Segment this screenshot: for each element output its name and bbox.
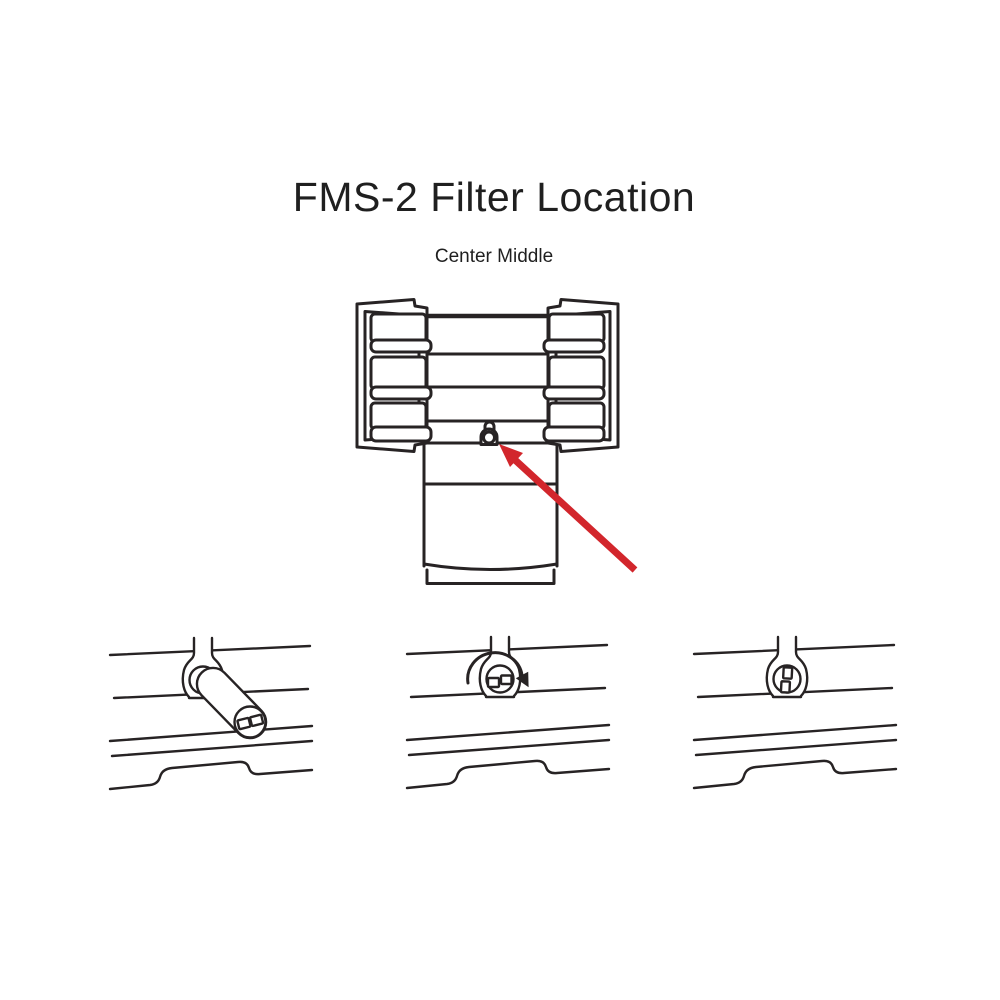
step-rotate-filter-diagram xyxy=(405,635,611,790)
cabinet-shelves xyxy=(423,313,552,423)
page-subtitle: Center Middle xyxy=(434,246,554,267)
filter-housing-icon xyxy=(478,635,522,699)
filter-location-arrow-icon xyxy=(499,444,638,573)
water-filter-cartridge-icon xyxy=(195,666,268,740)
rotate-arrow-icon xyxy=(466,651,529,688)
filter-icon xyxy=(479,420,499,446)
freezer-section xyxy=(422,441,559,585)
step-locked-filter-diagram xyxy=(692,635,898,790)
filter-slot-vertical xyxy=(779,666,794,694)
filter-slot-horizontal xyxy=(486,674,513,689)
left-door xyxy=(355,298,433,453)
step-insert-filter-diagram xyxy=(108,636,314,791)
page-title: FMS-2 Filter Location xyxy=(292,174,696,220)
right-door xyxy=(542,298,620,453)
